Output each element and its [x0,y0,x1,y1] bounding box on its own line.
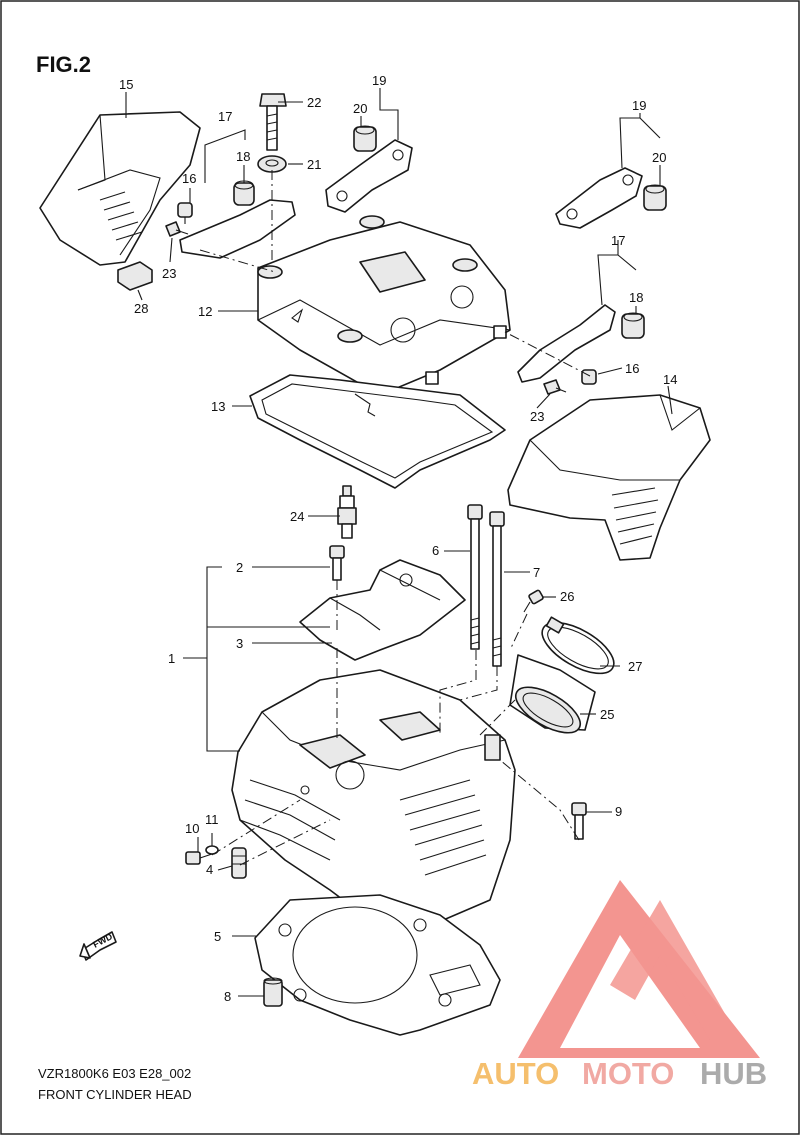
part-18-damper-left [233,180,255,206]
watermark-logo: AUTO MOTO HUB [472,880,767,1091]
callout-16: 16 [182,171,196,186]
assembly-lines [199,170,591,866]
callout-18: 18 [629,290,643,305]
part-9-bolt [571,802,587,840]
callout-20: 20 [652,150,666,165]
callout-19: 19 [632,98,646,113]
callout-13: 13 [211,399,225,414]
part-8-dowel [263,977,283,1007]
part-10-bolt [185,851,213,865]
part-19-bracket-right [555,167,643,229]
callout-4: 4 [206,862,213,877]
callout-7: 7 [533,565,540,580]
callout-3: 3 [236,636,243,651]
part-20-damper-center [353,125,377,152]
part-22-bolt [259,93,287,151]
fwd-arrow-icon [79,931,117,961]
callout-16: 16 [625,361,639,376]
callout-9: 9 [615,804,622,819]
callout-22: 22 [307,95,321,110]
part-26-bolt [523,589,544,613]
part-18-damper-right [621,312,645,339]
part-13-cover-gasket [249,374,506,489]
part-16-grommet-right [581,369,597,385]
callout-10: 10 [185,821,199,836]
watermark-text-auto: AUTO [472,1056,559,1091]
leader-lines [125,88,673,997]
part-23-bolt-right [543,379,567,395]
callout-17: 17 [218,109,232,124]
part-23-bolt-left [165,221,189,237]
part-1-cylinder-head [231,669,516,931]
callout-14: 14 [663,372,677,387]
part-5-head-gasket [254,894,501,1036]
callout-2: 2 [236,560,243,575]
callout-11: 11 [205,812,219,827]
part-6-long-bolt [467,504,483,650]
callout-28: 28 [134,301,148,316]
part-17-bracket-right [517,304,616,383]
part-2-bolt [329,545,345,581]
part-4-fitting [231,847,247,879]
callout-26: 26 [560,589,574,604]
callout-19: 19 [372,73,386,88]
callout-18: 18 [236,149,250,164]
part-7-long-bolt [489,511,505,667]
part-15-cover-left [39,111,201,266]
callout-17: 17 [611,233,625,248]
callout-24: 24 [290,509,304,524]
callout-21: 21 [307,157,321,172]
callout-5: 5 [214,929,221,944]
cam-holder-plate [299,559,466,661]
callout-20: 20 [353,101,367,116]
part-14-cover-right [507,394,711,561]
part-16-grommet-left [177,202,193,224]
part-25-intake-pipe [509,654,596,734]
model-code: VZR1800K6 E03 E28_002 [38,1066,191,1081]
callout-1: 1 [168,651,175,666]
watermark-text-hub: HUB [700,1056,767,1091]
figure-caption: FRONT CYLINDER HEAD [38,1087,192,1102]
callout-15: 15 [119,77,133,92]
callout-23: 23 [162,266,176,281]
part-17-bracket-left [179,199,296,259]
callout-numbers: 15 17 18 22 21 19 20 19 20 16 23 28 12 1… [119,73,677,1004]
figure-title: FIG.2 [36,52,91,77]
callout-6: 6 [432,543,439,558]
callout-25: 25 [600,707,614,722]
part-21-washer [257,155,287,173]
callout-12: 12 [198,304,212,319]
callout-27: 27 [628,659,642,674]
part-27-clamp [541,616,615,675]
part-19-bracket-center [325,139,413,213]
part-24-spark-plug [337,485,357,539]
callout-23: 23 [530,409,544,424]
part-28-pad [117,261,153,291]
watermark-text-moto: MOTO [582,1056,674,1091]
callout-8: 8 [224,989,231,1004]
part-20-damper-right [643,184,667,211]
part-12-head-cover [257,215,511,396]
